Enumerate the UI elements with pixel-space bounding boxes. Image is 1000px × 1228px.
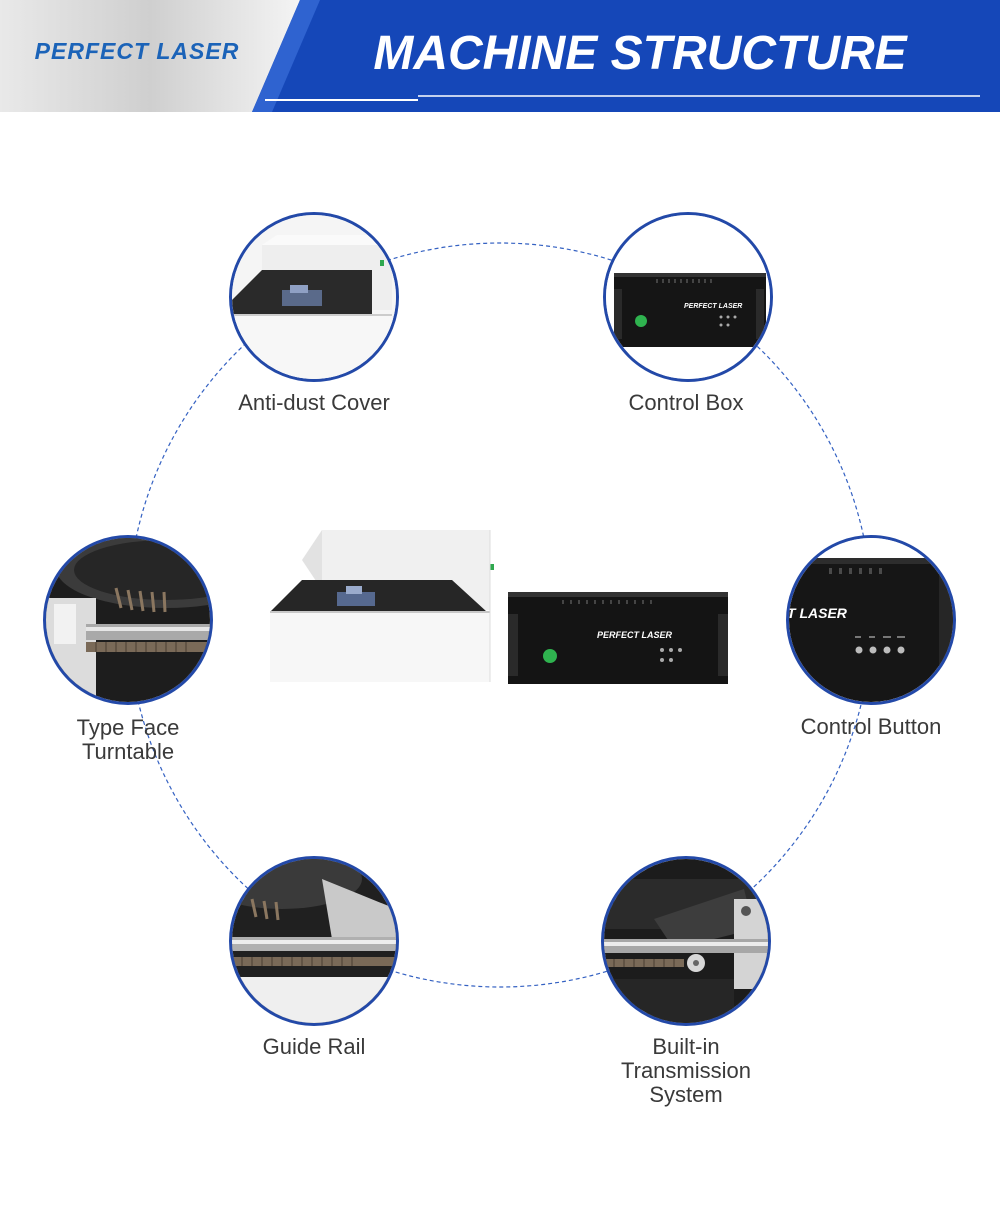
turntable-image	[46, 538, 210, 702]
transmission-line1: Built-in	[652, 1034, 720, 1059]
control-box-detail: PERFECT LASER	[603, 212, 773, 382]
guide-rail-detail	[229, 856, 399, 1026]
transmission-image	[604, 859, 768, 1023]
transmission-line3: System	[649, 1082, 723, 1107]
type-face-turntable-label: Type Face Turntable	[28, 716, 228, 764]
machine-photo: PERFECT LASER	[270, 530, 728, 684]
guide-rail-image	[232, 859, 396, 1023]
anti-dust-cover-image	[232, 215, 396, 379]
control-box-brand-plate: PERFECT LASER	[684, 303, 742, 310]
transmission-label: Built-in Transmission System	[586, 1035, 786, 1107]
transmission-line2: Transmission	[621, 1058, 751, 1083]
control-box-label: Control Box	[586, 391, 786, 415]
control-button-label: Control Button	[771, 715, 971, 739]
anti-dust-cover-detail	[229, 212, 399, 382]
brand-logo-text: PERFECT LASER	[34, 38, 240, 64]
control-button-brand-plate: T LASER	[789, 605, 848, 621]
control-button-image: T LASER	[789, 538, 953, 702]
control-button-detail: T LASER	[786, 535, 956, 705]
type-face-turntable-line2: Turntable	[81, 739, 175, 764]
page-title: MACHINE STRUCTURE	[373, 27, 907, 80]
marking-unit	[270, 530, 494, 682]
transmission-detail	[601, 856, 771, 1026]
control-box-text: Control Box	[628, 390, 744, 415]
control-button-text: Control Button	[800, 714, 942, 739]
guide-rail-label: Guide Rail	[214, 1035, 414, 1059]
header-banner: PERFECT LASER MACHINE STRUCTURE	[0, 0, 1000, 112]
control-box-unit: PERFECT LASER	[508, 592, 728, 684]
machine-brand-plate: PERFECT LASER	[597, 630, 673, 640]
header-background	[0, 0, 1000, 112]
type-face-turntable-line1: Type Face	[76, 715, 180, 740]
anti-dust-cover-text: Anti-dust Cover	[238, 390, 390, 415]
guide-rail-text: Guide Rail	[262, 1034, 366, 1059]
control-box-image: PERFECT LASER	[606, 215, 770, 379]
type-face-turntable-detail	[43, 535, 213, 705]
anti-dust-cover-label: Anti-dust Cover	[214, 391, 414, 415]
